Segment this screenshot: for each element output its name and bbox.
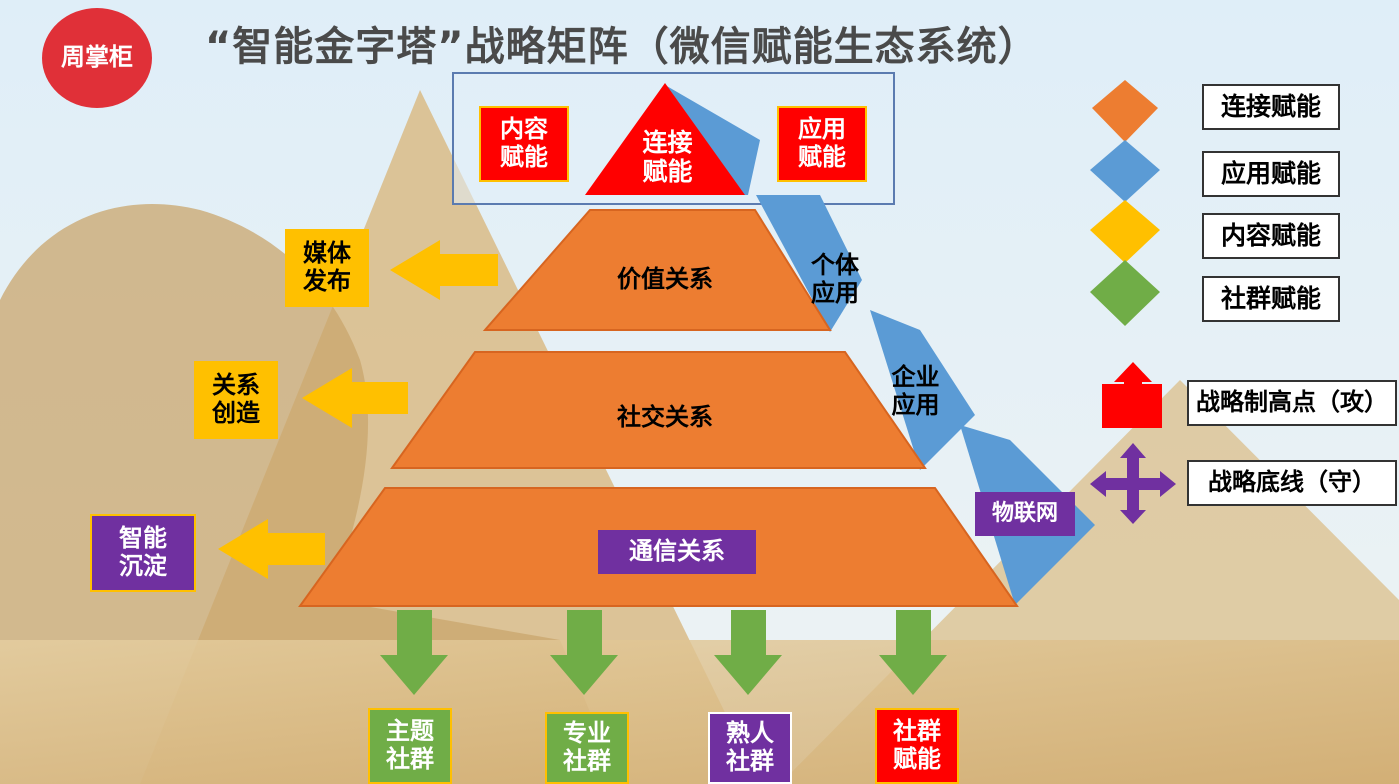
bottom-output-2: 专业 社群 — [545, 712, 629, 784]
apex-label: 连接 赋能 — [642, 127, 693, 186]
arrow-left-1 — [390, 240, 498, 300]
apex-right-box: 应用 赋能 — [777, 106, 867, 182]
sand-ground — [0, 640, 1399, 784]
arrow-left-2 — [302, 368, 408, 428]
legend-label-4: 战略制高点（攻） — [1187, 380, 1397, 426]
layer-label-3: 通信关系 — [598, 530, 756, 574]
arrow-down-2 — [550, 610, 618, 695]
apex-left-box: 内容 赋能 — [479, 106, 569, 182]
brand-badge: 周掌柜 — [42, 8, 152, 108]
legend-label-1: 应用赋能 — [1202, 151, 1340, 197]
side-label-2: 企业 应用 — [891, 363, 940, 419]
page-title: “智能金字塔”战略矩阵（微信赋能生态系统） — [205, 24, 1039, 70]
legend-label-0: 连接赋能 — [1202, 84, 1340, 130]
layer1-side — [756, 195, 862, 332]
side-label-1: 个体 应用 — [811, 251, 859, 307]
layer1-shape — [482, 209, 832, 331]
legend-shape-0 — [1092, 80, 1158, 142]
legend-shape-3 — [1090, 260, 1160, 326]
legend-label-3: 社群赋能 — [1202, 276, 1340, 322]
layer-label-1: 价值关系 — [617, 265, 713, 294]
legend-shape-1 — [1090, 140, 1160, 202]
legend-label-5: 战略底线（守） — [1187, 460, 1397, 506]
arrow-down-1 — [380, 610, 448, 695]
bottom-output-3: 熟人 社群 — [708, 712, 792, 784]
left-output-1: 媒体 发布 — [285, 229, 369, 307]
legend-shape-4 — [1102, 362, 1162, 428]
layer-label-2: 社交关系 — [617, 403, 713, 432]
apex-triangle — [585, 83, 745, 195]
left-output-3: 智能 沉淀 — [90, 514, 196, 592]
legend-shape-2 — [1090, 200, 1160, 263]
bottom-output-4: 社群 赋能 — [875, 708, 959, 784]
layer2-side — [870, 310, 975, 470]
arrow-left-3 — [218, 519, 325, 579]
apex-side — [665, 85, 760, 195]
side-label-3: 物联网 — [975, 492, 1075, 536]
sphinx-silhouette — [0, 204, 620, 784]
legend-label-2: 内容赋能 — [1202, 213, 1340, 259]
left-output-2: 关系 创造 — [194, 361, 278, 439]
legend-shape-5 — [1090, 443, 1176, 524]
arrow-down-3 — [714, 610, 782, 695]
layer2-shape — [390, 351, 927, 469]
arrow-down-4 — [879, 610, 947, 695]
bottom-output-1: 主题 社群 — [368, 708, 452, 784]
